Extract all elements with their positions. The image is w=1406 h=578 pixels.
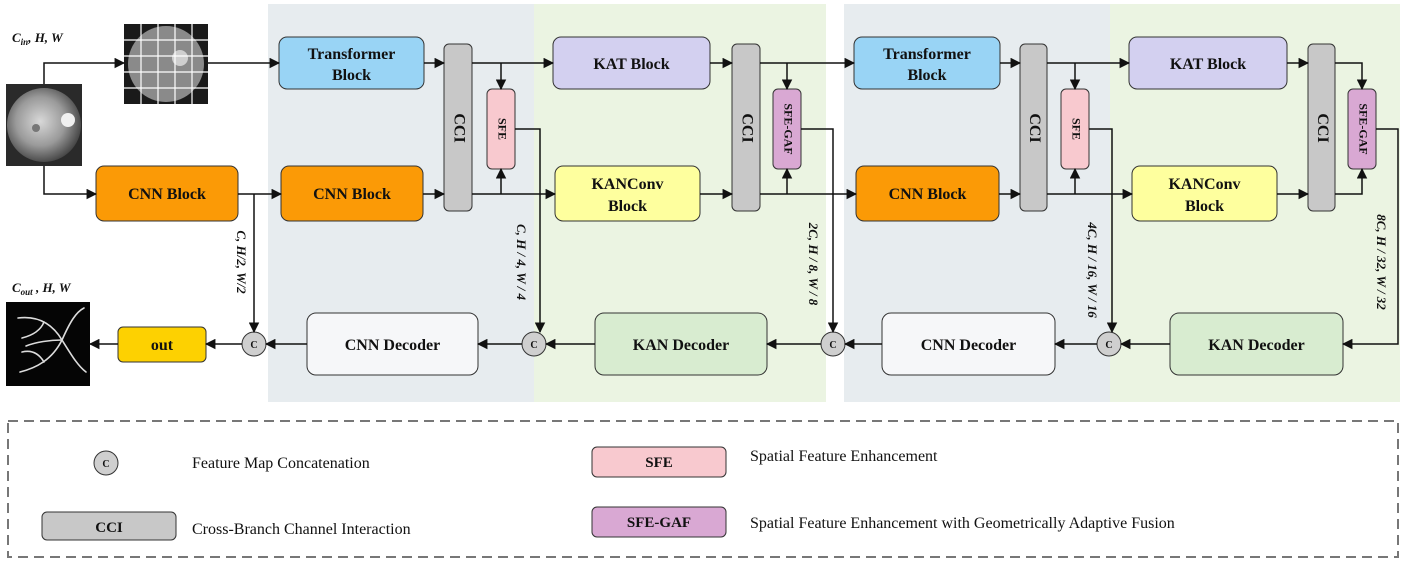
legend-concat-desc: Feature Map Concatenation [192, 455, 370, 472]
out-block: out [117, 326, 207, 363]
svg-text:KAT Block: KAT Block [593, 56, 669, 73]
svg-text:SFE: SFE [645, 455, 673, 471]
legend-sfe-desc: Spatial Feature Enhancement [750, 448, 938, 465]
svg-text:CCI: CCI [1314, 113, 1331, 142]
cci-block-3: CCI [1019, 43, 1048, 212]
svg-text:SFE-GAF: SFE-GAF [1356, 103, 1370, 154]
dim-label-5: 8C, H / 32, W / 32 [1374, 214, 1389, 310]
svg-text:out: out [151, 337, 174, 354]
svg-text:Transformer: Transformer [308, 46, 396, 63]
svg-text:C: C [829, 340, 836, 351]
kat-block-1: KAT Block [552, 36, 711, 90]
svg-text:CNN Block: CNN Block [889, 186, 967, 203]
svg-text:CCI: CCI [450, 113, 467, 142]
cnn-decoder-1: CNN Decoder [306, 312, 479, 376]
legend-cci-desc: Cross-Branch Channel Interaction [192, 521, 411, 538]
cci-block-1: CCI [443, 43, 473, 212]
sfe-gaf-block-1: SFE-GAF [772, 88, 802, 170]
kat-block-2: KAT Block [1128, 36, 1288, 90]
legend-concat-symbol: C [93, 450, 119, 476]
dim-label-3: 2C, H / 8, W / 8 [806, 222, 821, 306]
cnn-block-0: CNN Block [95, 165, 239, 222]
dim-label-4: 4C, H / 16, W / 16 [1085, 221, 1100, 318]
kan-decoder-1: KAN Decoder [594, 312, 768, 376]
output-shape-label: Cout , H, W [12, 280, 72, 297]
input-shape-label: Cin, H, W [12, 30, 64, 47]
cnn-block-2: CNN Block [855, 165, 1000, 222]
svg-text:Block: Block [1185, 198, 1224, 215]
patch-image [124, 24, 208, 104]
svg-text:KAT Block: KAT Block [1170, 56, 1246, 73]
svg-text:SFE-GAF: SFE-GAF [781, 103, 795, 154]
svg-text:SFE: SFE [495, 118, 509, 140]
cci-block-4: CCI [1307, 43, 1336, 212]
svg-text:CCI: CCI [1026, 113, 1043, 142]
cci-block-2: CCI [731, 43, 761, 212]
svg-text:SFE-GAF: SFE-GAF [627, 515, 691, 531]
legend-cci-swatch: CCI [41, 511, 177, 541]
kan-decoder-2: KAN Decoder [1169, 312, 1344, 376]
legend-sfegaf-desc: Spatial Feature Enhancement with Geometr… [750, 515, 1175, 532]
cnn-decoder-2: CNN Decoder [881, 312, 1056, 376]
svg-text:CNN Block: CNN Block [128, 186, 206, 203]
sfe-block-2: SFE [1060, 88, 1090, 170]
svg-text:C: C [530, 340, 537, 351]
svg-text:KAN Decoder: KAN Decoder [1208, 337, 1304, 354]
cnn-block-1: CNN Block [280, 165, 424, 222]
svg-text:C: C [1105, 340, 1112, 351]
concat-node-2: C [521, 331, 547, 357]
svg-text:Block: Block [608, 198, 647, 215]
input-retina-image [6, 84, 82, 166]
connectors [43, 57, 1399, 350]
legend-sfegaf-swatch: SFE-GAF [591, 506, 727, 538]
svg-text:KAN Decoder: KAN Decoder [633, 337, 729, 354]
svg-text:Transformer: Transformer [883, 46, 971, 63]
concat-node-1: C [241, 331, 267, 357]
legend-sfe-swatch: SFE [591, 446, 727, 478]
dim-label-2: C, H / 4, W / 4 [514, 224, 529, 301]
concat-node-3: C [820, 331, 846, 357]
sfe-gaf-block-2: SFE-GAF [1347, 88, 1377, 170]
svg-text:C: C [250, 340, 257, 351]
svg-text:CNN Decoder: CNN Decoder [921, 337, 1017, 354]
svg-text:SFE: SFE [1069, 118, 1083, 140]
svg-text:CNN Decoder: CNN Decoder [345, 337, 441, 354]
svg-text:CNN Block: CNN Block [313, 186, 391, 203]
svg-text:CCI: CCI [738, 113, 755, 142]
sfe-block-1: SFE [486, 88, 516, 170]
kanconv-block-1: KANConv Block [554, 165, 701, 222]
svg-text:Block: Block [907, 67, 946, 84]
svg-text:Block: Block [332, 67, 371, 84]
svg-text:CCI: CCI [95, 520, 123, 536]
svg-text:C: C [102, 459, 109, 470]
transformer-block-2: Transformer Block [853, 36, 1001, 90]
svg-text:KANConv: KANConv [1168, 176, 1240, 193]
transformer-block-1: Transformer Block [278, 36, 425, 90]
dim-label-1: C, H/2, W/2 [234, 230, 249, 294]
concat-node-4: C [1096, 331, 1122, 357]
output-vessel-image [6, 302, 90, 386]
svg-text:KANConv: KANConv [591, 176, 663, 193]
kanconv-block-2: KANConv Block [1131, 165, 1278, 222]
legend: C Feature Map Concatenation CCI Cross-Br… [7, 420, 1399, 558]
